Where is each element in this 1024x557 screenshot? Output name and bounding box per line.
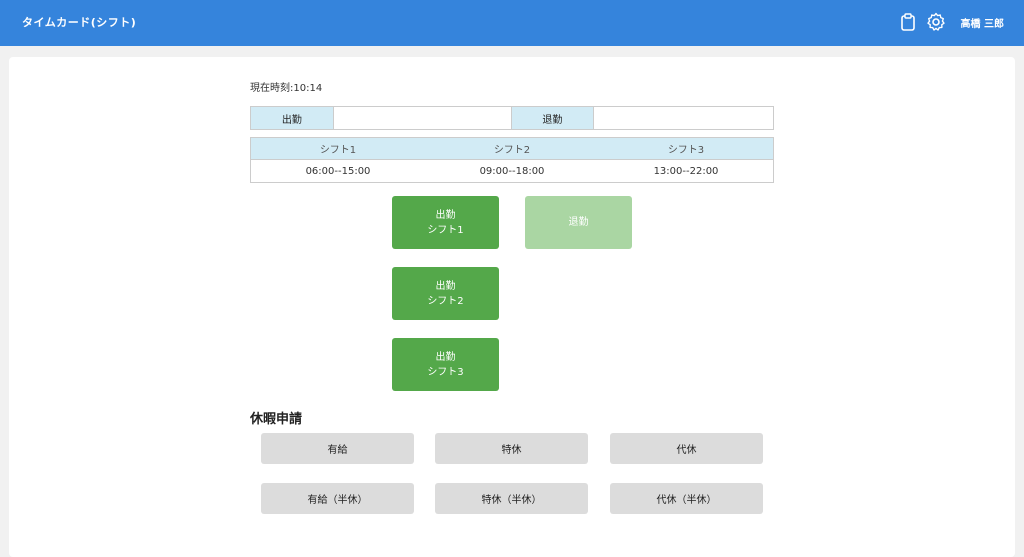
clipboard-icon[interactable] [897,11,919,33]
gear-icon[interactable] [925,11,947,33]
clock-out-value [594,107,773,129]
clock-out-label: 退勤 [511,107,595,129]
current-time: 現在時刻:10:14 [250,83,323,94]
button-sublabel: シフト2 [427,295,464,307]
shift-time: 09:00--18:00 [479,165,545,177]
shift-table-row: 06:00--15:00 09:00--18:00 13:00--22:00 [251,160,773,182]
button-sublabel: シフト3 [427,366,464,378]
shift-table: シフト1 シフト2 シフト3 06:00--15:00 09:00--18:00… [250,137,774,183]
paid-half-day-button[interactable]: 有給（半休） [261,483,414,514]
button-sublabel: シフト1 [427,224,464,236]
button-label: 出勤 [435,351,456,363]
shift-time: 13:00--22:00 [653,165,719,177]
compensatory-half-day-button[interactable]: 代休（半休） [610,483,763,514]
app-title: タイムカード(シフト) [22,16,137,29]
leave-request-title: 休暇申請 [250,412,303,427]
shift-name: シフト2 [493,145,531,156]
punch-status-table: 出勤 退勤 [250,106,774,130]
compensatory-leave-button[interactable]: 代休 [610,433,763,464]
clock-out-button[interactable]: 退勤 [525,196,632,249]
shift-time: 06:00--15:00 [305,165,371,177]
special-half-day-button[interactable]: 特休（半休） [435,483,588,514]
main-card [9,57,1015,557]
clock-in-value [333,107,512,129]
user-name[interactable]: 高橋 三郎 [960,18,1004,30]
clock-in-shift2-button[interactable]: 出勤 シフト2 [392,267,499,320]
top-bar: タイムカード(シフト) 高橋 三郎 [0,0,1024,46]
topbar-actions: 高橋 三郎 [897,11,1004,33]
clock-in-shift3-button[interactable]: 出勤 シフト3 [392,338,499,391]
clock-in-shift1-button[interactable]: 出勤 シフト1 [392,196,499,249]
paid-leave-button[interactable]: 有給 [261,433,414,464]
button-label: 出勤 [435,280,456,292]
button-label: 退勤 [568,217,589,228]
button-label: 出勤 [435,209,456,221]
clock-in-label: 出勤 [251,107,334,129]
shift-name: シフト1 [319,145,357,156]
special-leave-button[interactable]: 特休 [435,433,588,464]
shift-table-header: シフト1 シフト2 シフト3 [251,138,773,160]
shift-name: シフト3 [667,145,705,156]
